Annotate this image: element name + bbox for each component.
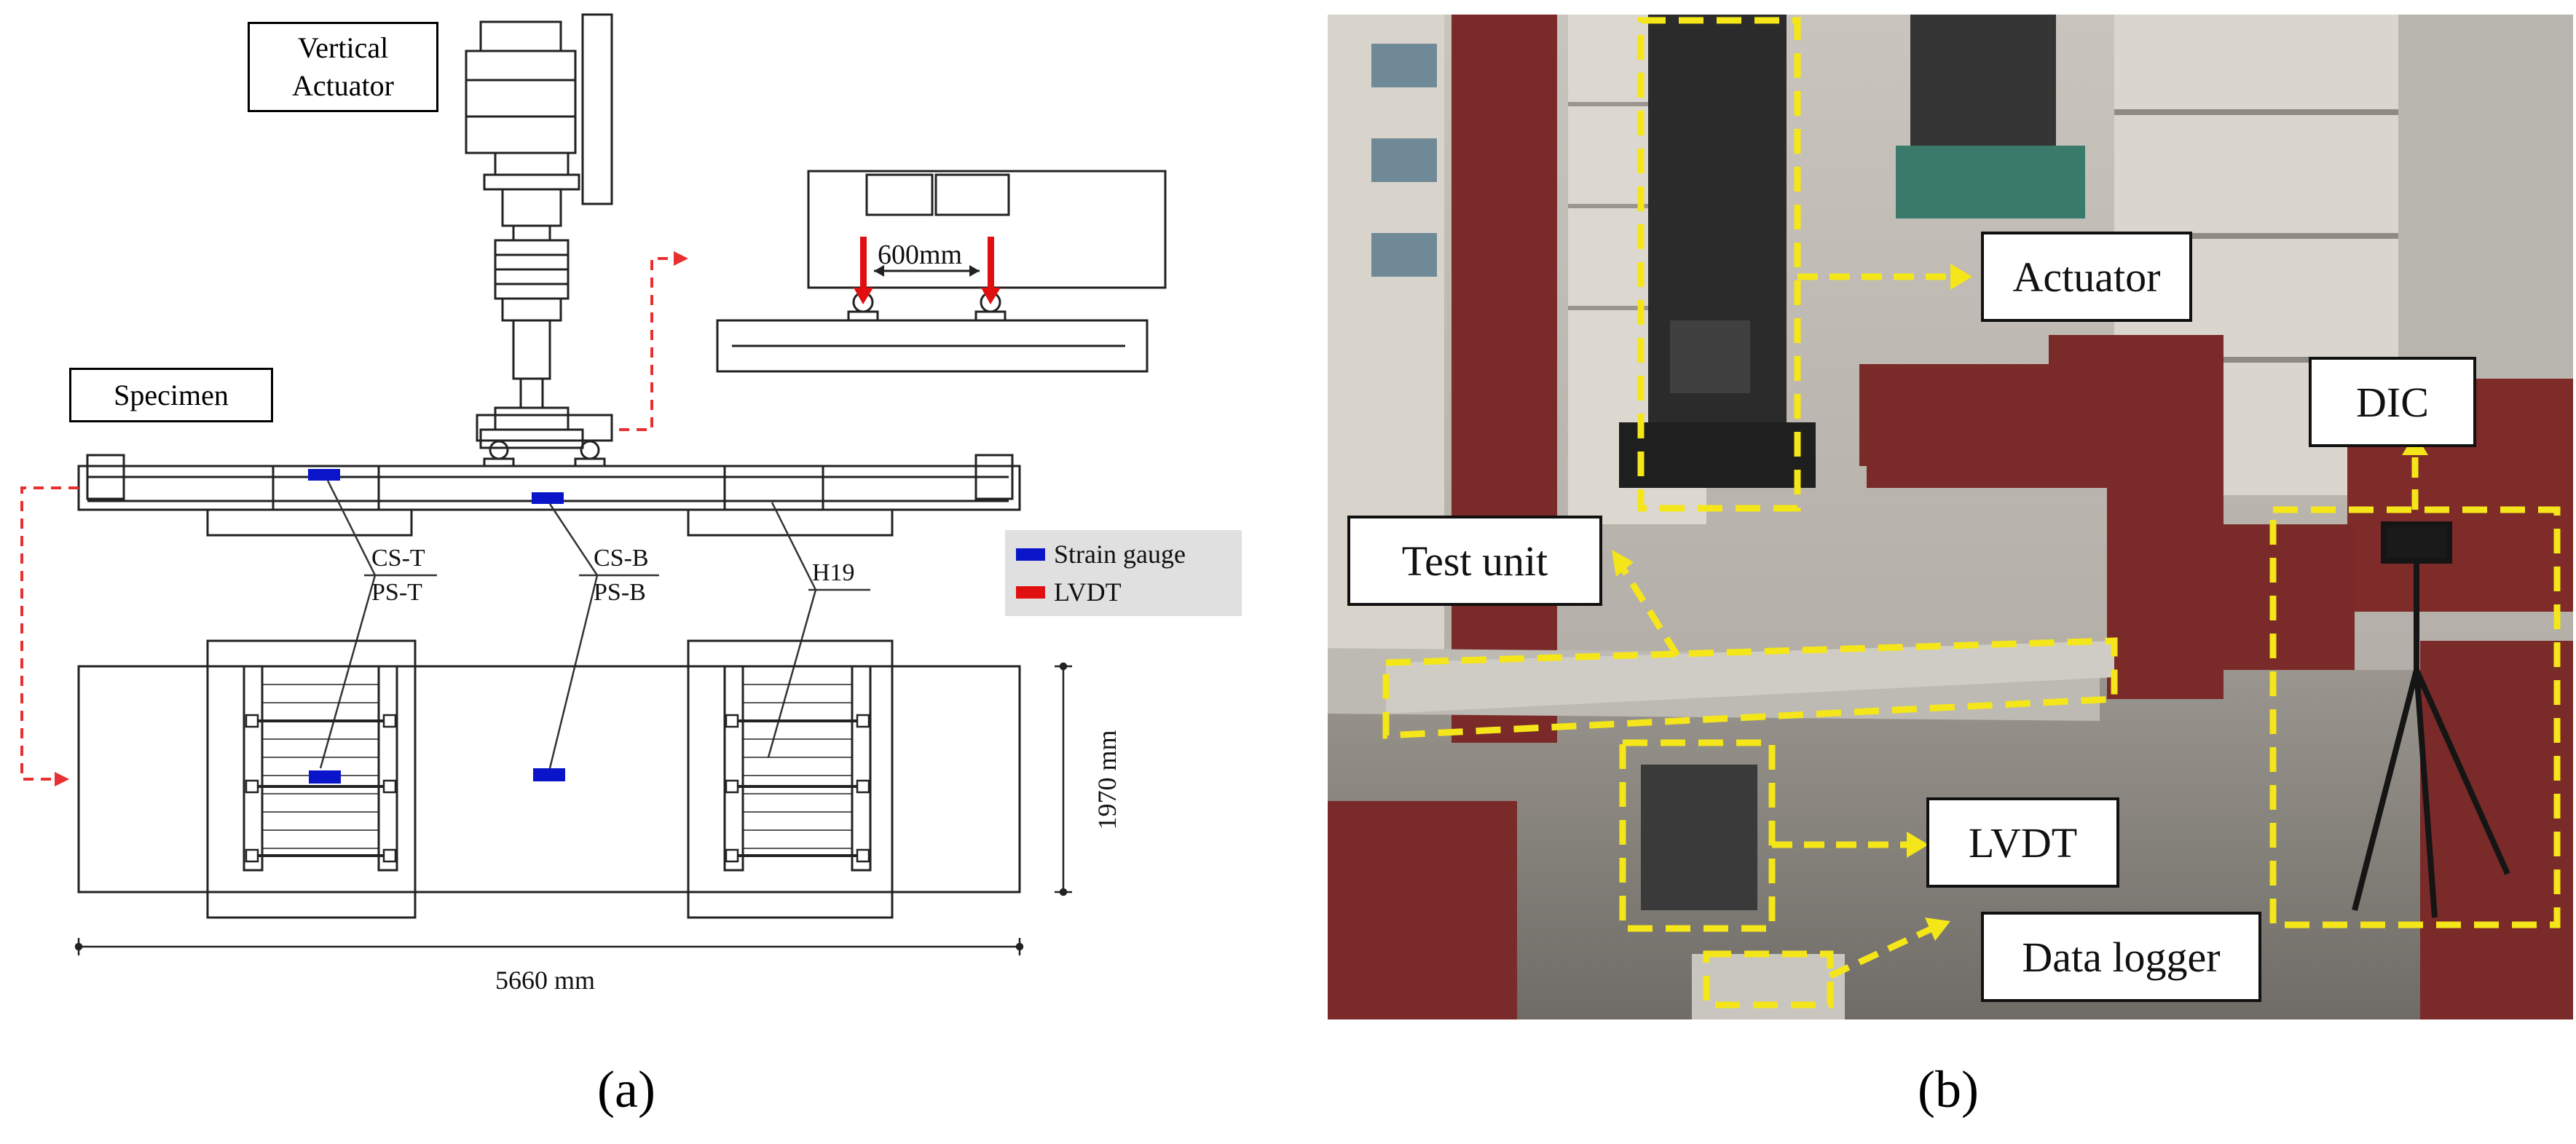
actuator-photo bbox=[1619, 15, 2085, 488]
connector-arrows bbox=[20, 257, 681, 781]
strain-gauge-marker bbox=[533, 768, 565, 781]
width-dimension-label: 1970 mm bbox=[1092, 730, 1122, 830]
loading-beam bbox=[476, 414, 613, 468]
legend-swatch-lvdt bbox=[1016, 585, 1045, 599]
legend-item-strain-gauge: Strain gauge bbox=[1016, 539, 1186, 569]
steel-reaction-frame bbox=[1328, 15, 2573, 1019]
caption-b: (b) bbox=[1918, 1060, 1979, 1119]
cs-t-label: CS-T bbox=[371, 545, 425, 572]
inset-detail bbox=[716, 170, 1167, 373]
ps-t-label: PS-T bbox=[371, 579, 422, 606]
highlight-arrows bbox=[1620, 273, 2419, 979]
cs-b-label: CS-B bbox=[594, 545, 649, 572]
actuator-callout: Actuator bbox=[1981, 232, 2192, 322]
legend-label-strain-gauge: Strain gauge bbox=[1054, 540, 1186, 569]
strain-gauge-marker bbox=[309, 770, 341, 784]
rebar-lines bbox=[262, 684, 852, 849]
legend: Strain gauge LVDT bbox=[1005, 530, 1242, 616]
lvdt-callout: LVDT bbox=[1926, 797, 2119, 888]
legend-swatch-strain-gauge bbox=[1016, 548, 1045, 561]
highlight-boxes bbox=[1382, 17, 2561, 1009]
legend-label-lvdt: LVDT bbox=[1054, 577, 1122, 607]
test-unit-callout: Test unit bbox=[1347, 516, 1602, 606]
dimension-lines bbox=[74, 662, 1072, 955]
actuator-assembly bbox=[465, 13, 613, 449]
strain-gauge-marker bbox=[532, 492, 564, 504]
lvdt-photo bbox=[1641, 765, 1757, 910]
leader-lines bbox=[319, 480, 870, 769]
data-logger-callout: Data logger bbox=[1981, 912, 2261, 1002]
plan-view bbox=[77, 639, 1021, 919]
lvdt-arrows bbox=[854, 237, 1001, 304]
specimen-photo bbox=[1328, 641, 2114, 721]
spacing-label: 600mm bbox=[878, 240, 963, 270]
length-dimension-label: 5660 mm bbox=[495, 966, 596, 995]
vertical-actuator-line2: Actuator bbox=[292, 69, 394, 102]
vertical-actuator-label: Vertical Actuator bbox=[248, 22, 438, 112]
panel-a-drawing bbox=[20, 13, 1167, 955]
legend-item-lvdt: LVDT bbox=[1016, 577, 1122, 607]
vertical-actuator-line1: Vertical bbox=[297, 31, 389, 64]
dic-callout: DIC bbox=[2309, 357, 2476, 447]
ps-b-label: PS-B bbox=[594, 579, 646, 606]
strain-gauge-marker bbox=[308, 469, 340, 481]
ties bbox=[245, 714, 870, 863]
specimen-label: Specimen bbox=[69, 368, 273, 422]
highlight-arrowheads bbox=[1612, 264, 2428, 941]
data-logger-photo bbox=[1692, 954, 1845, 1019]
h19-label: H19 bbox=[812, 559, 855, 586]
dic-tripod bbox=[2352, 521, 2510, 918]
caption-a: (a) bbox=[597, 1060, 655, 1119]
